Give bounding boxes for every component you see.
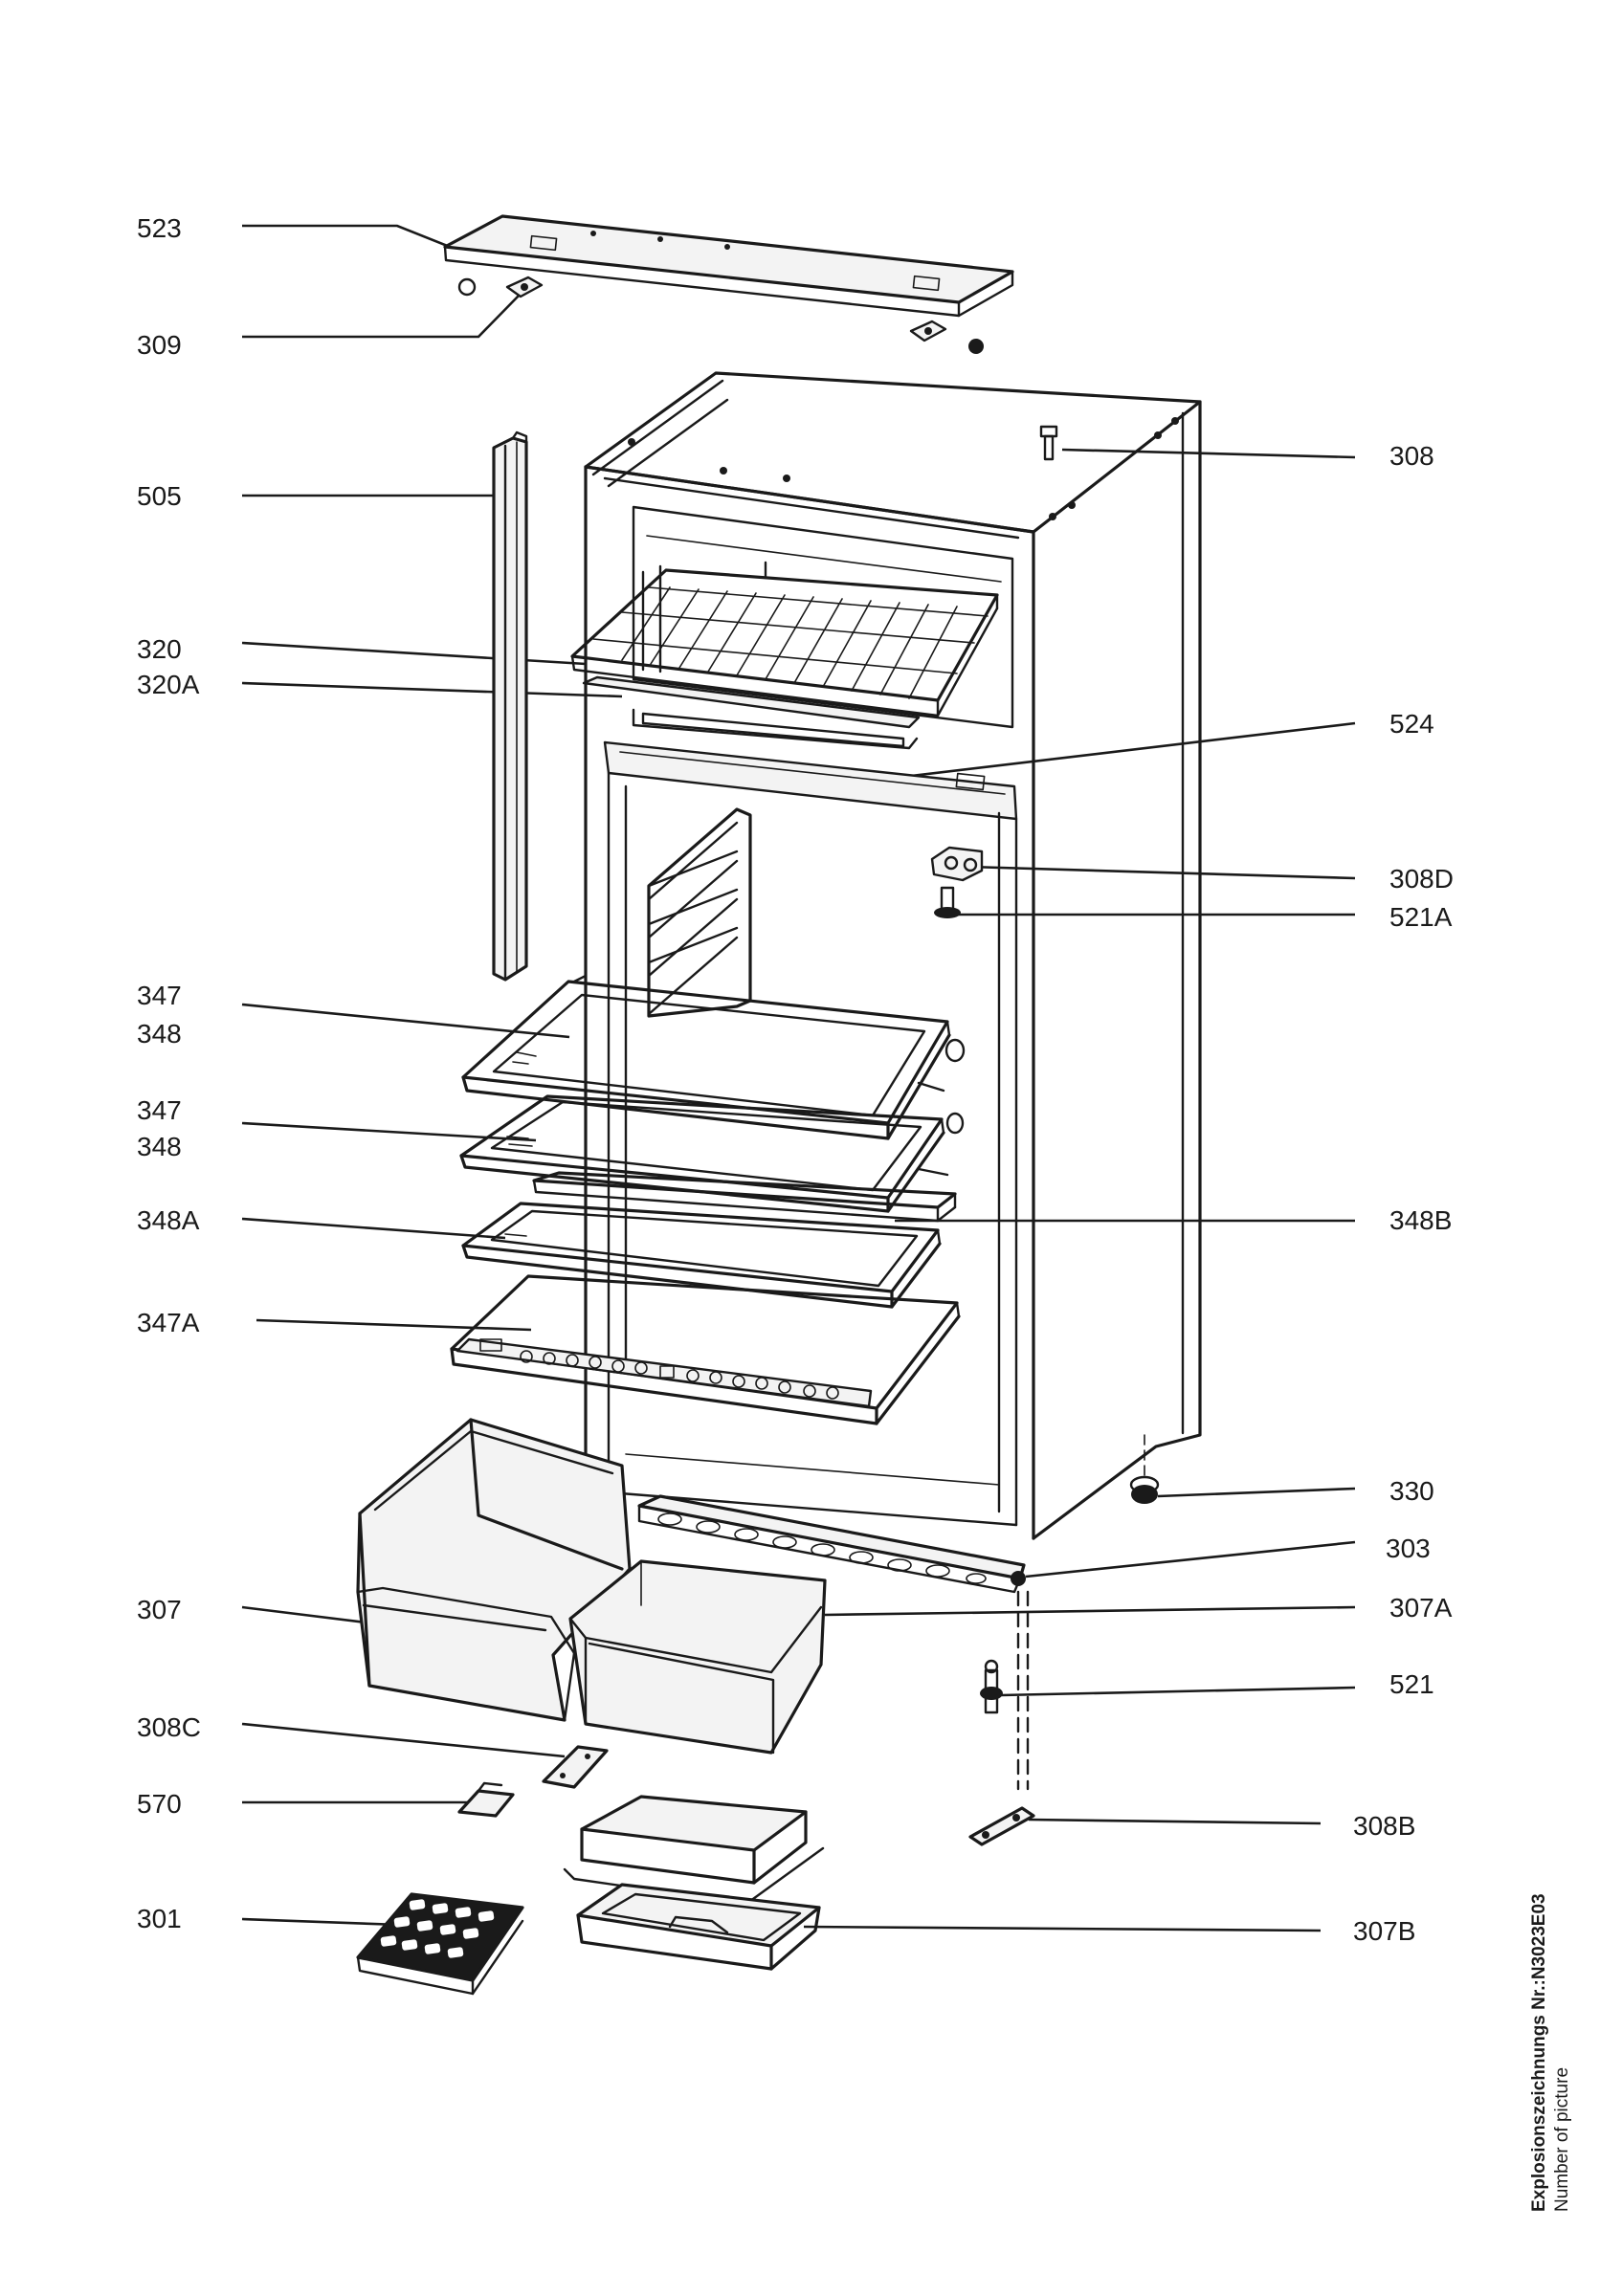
hinge-309 (457, 276, 984, 354)
shelf-rails (647, 807, 752, 1018)
label-320: 320 (137, 634, 182, 664)
crisper-drawer-307A (568, 1559, 827, 1755)
cabinet-body (584, 371, 1202, 1540)
leader-523 (242, 224, 451, 249)
drawing-number-subtitle: Number of picture (1552, 2066, 1572, 2212)
wire-grid (592, 586, 989, 699)
label-347-upper: 347 (137, 981, 182, 1010)
leader-307A (824, 1605, 1356, 1617)
leader-308C (241, 1722, 566, 1758)
leader-308D (967, 865, 1356, 880)
leader-lines (241, 224, 1356, 1932)
label-347-lower: 347 (137, 1095, 182, 1125)
crisper-cover-vents (479, 1338, 839, 1400)
label-570: 570 (137, 1789, 182, 1819)
bolt-308 (1039, 425, 1058, 461)
label-521: 521 (1389, 1669, 1434, 1699)
label-307A: 307A (1389, 1593, 1453, 1623)
wire-shelf-320 (570, 561, 999, 718)
ice-cube-tray-301 (356, 1892, 524, 1996)
bracket-308C (542, 1745, 609, 1789)
label-308C: 308C (137, 1712, 201, 1742)
bolt-521A (934, 886, 961, 918)
drawing-number-caption: Explosionszeichnungs Nr.:N3023E03 (1529, 1893, 1549, 2212)
leader-309 (242, 294, 521, 339)
label-505: 505 (137, 481, 182, 511)
label-348A: 348A (137, 1205, 200, 1235)
label-524: 524 (1389, 709, 1434, 739)
label-348-upper: 348 (137, 1019, 182, 1049)
leader-308 (1061, 448, 1356, 459)
leader-307B (803, 1925, 1322, 1932)
leader-330 (1157, 1487, 1356, 1498)
crisper-drawer-307 (356, 1418, 632, 1722)
leader-308B (1028, 1818, 1322, 1825)
lamp-holder-308D (930, 846, 984, 882)
label-308D: 308D (1389, 864, 1454, 894)
leader-320 (241, 641, 587, 666)
label-320A: 320A (137, 670, 200, 699)
leader-348A (241, 1217, 506, 1240)
hinge-bracket-308B (968, 1806, 1035, 1846)
label-330: 330 (1389, 1476, 1434, 1506)
label-348-lower: 348 (137, 1132, 182, 1161)
label-523: 523 (137, 213, 182, 243)
label-309: 309 (137, 330, 182, 360)
top-cover-523 (443, 214, 1014, 318)
leader-301 (241, 1917, 401, 1927)
label-521A: 521A (1389, 902, 1453, 932)
leader-320A (241, 681, 623, 698)
label-347A: 347A (137, 1308, 200, 1337)
ice-tray-cells (380, 1899, 495, 1958)
foot-330 (1129, 1475, 1160, 1504)
leader-521 (1000, 1686, 1356, 1697)
label-348B: 348B (1389, 1205, 1452, 1235)
label-307B: 307B (1353, 1916, 1415, 1946)
leader-347-348-lower (241, 1121, 537, 1142)
door-seal-505 (492, 430, 528, 982)
shelf-frame-348B (532, 1167, 957, 1223)
leader-347-348-upper (241, 1003, 570, 1039)
part-labels: 523 309 505 320 320A 347 348 347 348 348… (137, 213, 1454, 1946)
freezer-tray-307B (576, 1883, 821, 1971)
freezer-box-upper (563, 1795, 825, 1906)
label-308B: 308B (1353, 1811, 1415, 1841)
base-grille-303 (637, 1494, 1026, 1594)
label-301: 301 (137, 1904, 182, 1933)
label-303: 303 (1386, 1534, 1431, 1563)
leader-347A (256, 1318, 532, 1332)
glass-shelf-348A (461, 1202, 942, 1309)
hinge-pin-521 (980, 1659, 1003, 1714)
label-307: 307 (137, 1595, 182, 1624)
leader-303 (1025, 1540, 1356, 1578)
clip-570 (457, 1781, 515, 1818)
crisper-cover-347A (450, 1274, 961, 1425)
glass-shelf-347-348-upper (461, 974, 966, 1140)
label-308: 308 (1389, 441, 1434, 471)
ice-tray-rail-320A (582, 675, 921, 750)
